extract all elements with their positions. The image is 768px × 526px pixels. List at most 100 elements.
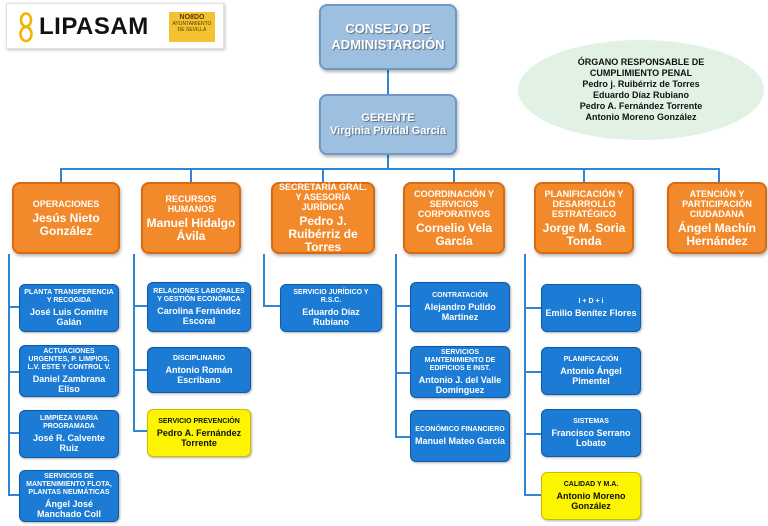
unit-head: Alejandro Pulido Martínez — [424, 302, 496, 322]
department-title: ATENCIÓN Y PARTICIPACIÓN CIUDADANA — [682, 188, 752, 219]
department-title: PLANIFICACIÓN Y DESARROLLO ESTRATÉGICO — [544, 188, 624, 219]
unit-head: Francisco Serrano Lobato — [551, 428, 631, 448]
unit-contratacion: CONTRATACIÓN Alejandro Pulido Martínez — [410, 282, 510, 332]
unit-title: CALIDAD Y M.A. — [563, 481, 619, 488]
unit-head: Pedro A. Fernández Torrente — [156, 428, 242, 448]
connector-legal-vertical — [263, 254, 265, 306]
department-title: SECRETARÍA GRAL. Y ASESORÍA JURÍDICA — [278, 182, 367, 212]
unit-planta-transferencia: PLANTA TRANSFERENCIA Y RECOGIDA José Lui… — [19, 284, 119, 332]
unit-disciplinario: DISCIPLINARIO Antonio Román Escribano — [147, 347, 251, 393]
compliance-body: ÓRGANO RESPONSABLE DE CUMPLIMIENTO PENAL… — [518, 40, 764, 140]
unit-servicio-juridico: SERVICIO JURÍDICO Y R.S.C. Eduardo Díaz … — [280, 284, 382, 332]
unit-head: Antonio Román Escribano — [165, 365, 233, 385]
unit-title: RELACIONES LABORALES Y GESTIÓN ECONÓMICA — [153, 288, 245, 303]
connector-dept-1 — [60, 168, 62, 182]
compliance-member: Pedro A. Fernández Torrente — [579, 101, 703, 111]
connector-rrhh-unit-2 — [133, 369, 147, 371]
connector-legal-unit-1 — [263, 305, 280, 307]
connector-dept-2 — [190, 168, 192, 182]
unit-head: Eduardo Díaz Rubiano — [302, 307, 360, 327]
connector-plan-unit-2 — [524, 371, 541, 373]
unit-head: Carolina Fernández Escoral — [157, 306, 241, 326]
connector-dept-5 — [583, 168, 585, 182]
department-head: Cornelio Vela García — [415, 220, 493, 248]
connector-coord-unit-2 — [395, 372, 410, 374]
unit-title: SISTEMAS — [573, 418, 609, 425]
unit-servicio-prevencion: SERVICIO PREVENCIÓN Pedro A. Fernández T… — [147, 409, 251, 457]
unit-title: I + D + i — [578, 298, 604, 305]
unit-limpieza-viaria: LIMPIEZA VIARIA PROGRAMADA José R. Calve… — [19, 410, 119, 458]
unit-head: Antonio Moreno González — [556, 491, 626, 511]
brand-name: LIPASAM — [39, 13, 149, 40]
unit-head: Emilio Benítez Flores — [545, 308, 637, 318]
department-title: RECURSOS HUMANOS — [165, 193, 217, 214]
unit-calidad-ma: CALIDAD Y M.A. Antonio Moreno González — [541, 472, 641, 520]
connector-plan-unit-1 — [524, 307, 541, 309]
connector-dept-3 — [322, 168, 324, 182]
connector-coord-unit-1 — [395, 305, 410, 307]
connector-rrhh-unit-1 — [133, 305, 147, 307]
connector-dept-4 — [453, 168, 455, 182]
manager-name: Virginia Pividal García — [330, 124, 446, 137]
unit-head: José Luis Comitre Galán — [29, 307, 109, 327]
compliance-title-line2: CUMPLIMIENTO PENAL — [589, 68, 693, 78]
connector-manager-bus — [387, 155, 389, 169]
unit-title: ACTUACIONES URGENTES, P. LIMPIOS, L.V. E… — [27, 348, 111, 371]
connector-coord-vertical — [395, 254, 397, 438]
unit-head: Ángel José Manchado Coll — [36, 499, 101, 519]
department-coordinacion: COORDINACIÓN Y SERVICIOS CORPORATIVOS Co… — [403, 182, 505, 254]
connector-plan-unit-3 — [524, 433, 541, 435]
ayuntamiento-seal: NO8DO AYUNTAMIENTO DE SEVILLA — [169, 12, 215, 42]
connector-ops-unit-4 — [8, 494, 19, 496]
unit-title: SERVICIO PREVENCIÓN — [158, 418, 240, 425]
unit-title: SERVICIOS MANTENIMIENTO DE EDIFICIOS E I… — [424, 349, 496, 372]
manager-box: GERENTE Virginia Pividal García — [319, 94, 457, 155]
connector-plan-vertical — [524, 254, 526, 494]
department-title: OPERACIONES — [32, 198, 100, 209]
compliance-member: Eduardo Díaz Rubiano — [592, 90, 689, 100]
connector-rrhh-vertical — [133, 254, 135, 430]
connector-ops-unit-1 — [8, 306, 19, 308]
unit-head: José R. Calvente Ruiz — [32, 433, 106, 453]
unit-head: Antonio Ángel Pimentel — [560, 366, 622, 386]
unit-title: PLANTA TRANSFERENCIA Y RECOGIDA — [24, 289, 114, 304]
department-head: Ángel Machín Hernández — [677, 220, 756, 248]
department-head: Manuel Hidalgo Ávila — [146, 215, 236, 243]
department-recursos-humanos: RECURSOS HUMANOS Manuel Hidalgo Ávila — [141, 182, 241, 254]
unit-mantenimiento-flota: SERVICIOS DE MANTENIMIENTO FLOTA, PLANTA… — [19, 470, 119, 522]
unit-actuaciones-urgentes: ACTUACIONES URGENTES, P. LIMPIOS, L.V. E… — [19, 345, 119, 397]
department-secretaria: SECRETARÍA GRAL. Y ASESORÍA JURÍDICA Ped… — [271, 182, 375, 254]
unit-economico-financiero: ECONÓMICO FINANCIERO Manuel Mateo García — [410, 410, 510, 462]
connector-ops-vertical — [8, 254, 10, 494]
unit-title: LIMPIEZA VIARIA PROGRAMADA — [39, 415, 99, 430]
board-title: CONSEJO DE ADMINISTARCIÓN — [331, 21, 445, 52]
connector-rrhh-unit-3 — [133, 430, 147, 432]
compliance-title-line1: ÓRGANO RESPONSABLE DE — [577, 57, 705, 67]
connector-dept-6 — [718, 168, 720, 182]
unit-title: PLANIFICACIÓN — [563, 356, 619, 363]
board-box: CONSEJO DE ADMINISTARCIÓN — [319, 4, 457, 70]
unit-head: Manuel Mateo García — [414, 436, 506, 446]
department-planificacion: PLANIFICACIÓN Y DESARROLLO ESTRATÉGICO J… — [534, 182, 634, 254]
department-head: Jorge M. Soria Tonda — [542, 220, 626, 248]
department-head: Pedro J. Ruibérriz de Torres — [288, 214, 358, 254]
department-atencion-ciudadana: ATENCIÓN Y PARTICIPACIÓN CIUDADANA Ángel… — [667, 182, 767, 254]
connector-ops-unit-3 — [8, 432, 19, 434]
department-operaciones: OPERACIONES Jesús Nieto González — [12, 182, 120, 254]
lipasam-logo: LIPASAM NO8DO AYUNTAMIENTO DE SEVILLA — [6, 3, 224, 49]
connector-coord-unit-3 — [395, 436, 410, 438]
connector-board-manager — [387, 70, 389, 94]
manager-title: GERENTE — [361, 111, 415, 124]
unit-head: Daniel Zambrana Eliso — [32, 374, 106, 394]
department-head: Jesús Nieto González — [32, 210, 100, 238]
unit-idi: I + D + i Emilio Benítez Flores — [541, 284, 641, 332]
unit-planificacion: PLANIFICACIÓN Antonio Ángel Pimentel — [541, 347, 641, 395]
lipasam-symbol-icon — [19, 12, 33, 43]
unit-sistemas: SISTEMAS Francisco Serrano Lobato — [541, 409, 641, 457]
unit-mantenimiento-edificios: SERVICIOS MANTENIMIENTO DE EDIFICIOS E I… — [410, 346, 510, 398]
connector-department-bus — [60, 168, 720, 170]
unit-title: DISCIPLINARIO — [172, 355, 226, 362]
unit-title: SERVICIOS DE MANTENIMIENTO FLOTA, PLANTA… — [26, 473, 112, 496]
connector-plan-unit-4 — [524, 494, 541, 496]
unit-title: ECONÓMICO FINANCIERO — [415, 426, 505, 433]
